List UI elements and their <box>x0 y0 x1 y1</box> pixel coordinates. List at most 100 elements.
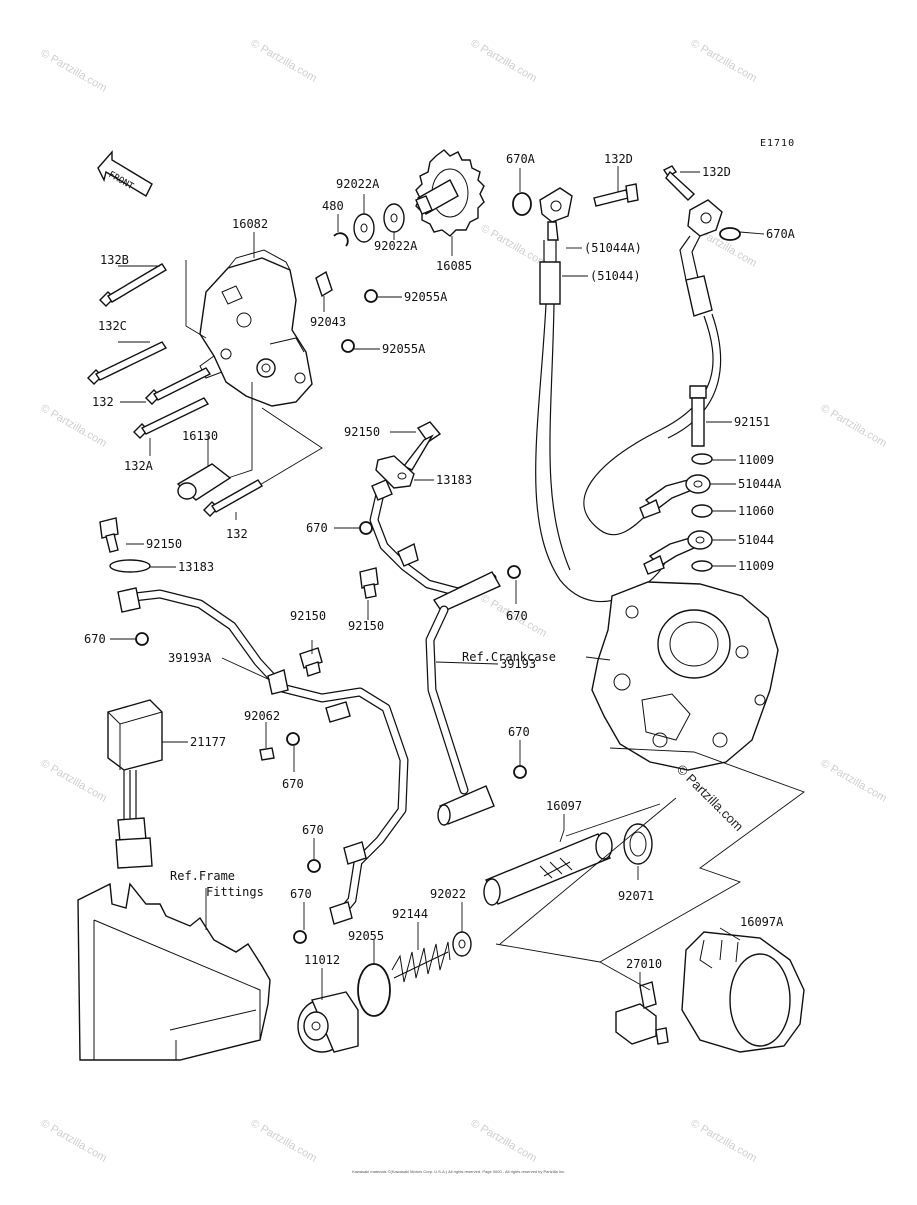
oil-filter-16097a-icon <box>681 931 805 1053</box>
oring-92055a-icon <box>364 289 378 303</box>
leader-lines <box>110 166 805 1000</box>
oring-670-right-icon <box>513 765 527 779</box>
ref-frame-line1: Ref.Frame <box>170 869 235 883</box>
bolt-92150-mid-icon <box>359 567 379 599</box>
watermark: © Partzilla.com <box>819 402 889 449</box>
watermark: © Partzilla.com <box>689 1117 759 1164</box>
circlip-480-icon <box>333 232 349 247</box>
callout-132d-right: 132D <box>702 165 731 179</box>
oring-92055a-b-icon <box>341 339 355 353</box>
watermark: © Partzilla.com <box>39 402 109 449</box>
gear-16085-icon <box>415 149 485 237</box>
oil-pump-body <box>199 249 313 407</box>
diagram-code: E1710 <box>760 138 795 149</box>
oring-670-left-icon <box>135 632 149 646</box>
callout-92144: 92144 <box>392 907 428 921</box>
callout-51044-paren: (51044) <box>590 269 641 283</box>
sensor-27010-icon <box>615 981 669 1045</box>
oring-670a-top-icon <box>512 192 532 216</box>
callout-132c: 132C <box>98 319 127 333</box>
callout-132b: 132B <box>100 253 129 267</box>
watermark: © Partzilla.com <box>469 37 539 84</box>
callout-92043: 92043 <box>310 315 346 329</box>
ref-frame-line2: Fittings <box>206 885 264 899</box>
cap-11012-icon <box>297 991 359 1053</box>
crankcase-icon <box>591 581 779 771</box>
bolt-132a-icon <box>133 397 210 439</box>
watermark: © Partzilla.com <box>249 1117 319 1164</box>
callout-132a: 132A <box>124 459 154 473</box>
callout-16097a: 16097A <box>740 915 784 929</box>
callout-132: 132 <box>92 395 114 409</box>
oring-670-b-icon <box>307 859 321 873</box>
callout-39193: 39193 <box>500 657 536 671</box>
callout-16097: 16097 <box>546 799 582 813</box>
callout-132d-top: 132D <box>604 152 633 166</box>
bolt-132d-right-icon <box>662 165 696 201</box>
plate-13183-center-icon <box>375 455 415 489</box>
watermark: © Partzilla.com <box>469 1117 539 1164</box>
washer-11009-bottom-icon <box>691 560 713 572</box>
filter-16097-icon <box>483 832 613 906</box>
watermark: © Partzilla.com <box>39 47 109 94</box>
washer-92022-icon <box>452 931 472 957</box>
spring-92144-icon <box>391 941 451 983</box>
callout-92062: 92062 <box>244 709 280 723</box>
seal-92071-icon <box>623 823 653 865</box>
washer-92022a-icon <box>353 213 375 243</box>
bolt-92150-left-icon <box>99 517 119 553</box>
bolt-132b-icon <box>99 263 167 307</box>
washer-11060-icon <box>691 504 713 518</box>
callout-11012: 11012 <box>304 953 340 967</box>
callout-92071: 92071 <box>618 889 654 903</box>
callout-13183-center: 13183 <box>436 473 472 487</box>
callout-92150-left: 92150 <box>146 537 182 551</box>
callout-39193a: 39193A <box>168 651 212 665</box>
ref-crankcase-text: Ref.Crankcase <box>462 650 556 664</box>
callout-92022a-top: 92022A <box>336 177 380 191</box>
callout-27010: 27010 <box>626 957 662 971</box>
fitting-51044-icon <box>643 530 713 575</box>
callout-51044: 51044 <box>738 533 774 547</box>
callout-92150-mid: 92150 <box>348 619 384 633</box>
frame-fittings-icon <box>77 882 271 1061</box>
bolt-92151-icon <box>689 385 707 447</box>
callout-480: 480 <box>322 199 344 213</box>
callout-51044a-paren: (51044A) <box>584 241 642 255</box>
bolt-132-lower-icon <box>203 479 264 517</box>
oring-670-c-icon <box>293 930 307 944</box>
switch-21177-icon <box>107 699 163 869</box>
callout-670-b: 670 <box>302 823 324 837</box>
watermark: © Partzilla.com <box>819 757 889 804</box>
watermark: © Partzilla.com <box>39 757 109 804</box>
callout-670-pipe: 670 <box>506 609 528 623</box>
plug-92062-icon <box>259 747 275 761</box>
callout-labels: 670A 132D 132D 670A (51044A) (51044) 920… <box>84 152 796 971</box>
front-arrow-icon: FRONT <box>97 150 153 197</box>
banjo-right-icon <box>687 199 723 237</box>
callout-11009-top: 11009 <box>738 453 774 467</box>
oring-670-center-icon <box>359 521 373 535</box>
watermark: © Partzilla.com <box>479 222 549 269</box>
copyright-text: Kawasaki materials ©(Kawasaki Motors Cor… <box>352 1169 565 1174</box>
callout-92151: 92151 <box>734 415 770 429</box>
washer-92022a-b-icon <box>383 203 405 233</box>
bolt-132-icon <box>145 367 212 405</box>
brand-stamp: © Partzilla.com <box>674 762 747 835</box>
callout-13183-left: 13183 <box>178 560 214 574</box>
bolt-132c-icon <box>87 341 168 385</box>
callout-92055a-2: 92055A <box>382 342 426 356</box>
watermark: © Partzilla.com <box>689 37 759 84</box>
callout-92022a-bottom: 92022A <box>374 239 418 253</box>
callout-16085: 16085 <box>436 259 472 273</box>
bolt-92150-center-icon <box>402 421 442 471</box>
callout-16130: 16130 <box>182 429 218 443</box>
watermark: © Partzilla.com <box>249 37 319 84</box>
bolt-132d-top-icon <box>593 183 639 207</box>
fitting-51044a-icon <box>639 474 711 519</box>
watermark: © Partzilla.com <box>39 1117 109 1164</box>
washer-11009-top-icon <box>691 453 713 465</box>
oil-pipe-39193-icon <box>425 605 495 826</box>
bolt-92150-lower-icon <box>299 647 323 677</box>
